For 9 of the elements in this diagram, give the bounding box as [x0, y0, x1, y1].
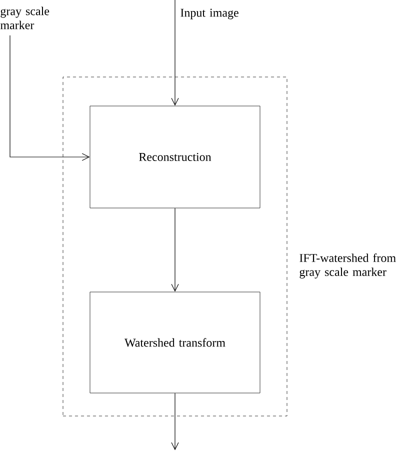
- arrow: [10, 35, 90, 161]
- process-box: Reconstruction: [90, 106, 260, 208]
- arrow: [171, 0, 179, 106]
- arrow: [171, 392, 179, 450]
- node-label: IFT-watershed from gray scale marker: [300, 253, 396, 279]
- process-box: Watershed transform: [90, 292, 260, 394]
- arrow: [171, 208, 179, 292]
- text-label: Input image: [180, 8, 238, 20]
- text-label: gray scale marker: [0, 6, 50, 30]
